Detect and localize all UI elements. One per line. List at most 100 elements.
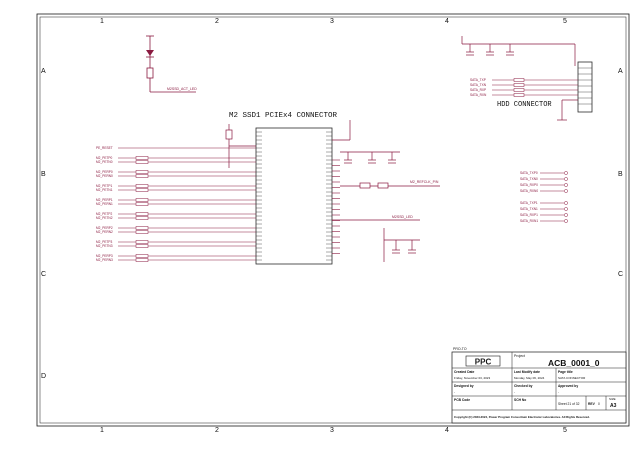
- page-title-value: SATA CONNECTOR: [558, 376, 586, 380]
- series-cap: [135, 244, 149, 248]
- col-top-2: 2: [215, 18, 219, 25]
- left-signal-label: M2_PETN2: [96, 216, 113, 220]
- row-left-b: B: [41, 171, 46, 178]
- column-markers-top: 1 2 3 4 5: [100, 18, 567, 25]
- test-point-label: SATA_RXN1: [520, 219, 538, 223]
- hdd-series-cap: [513, 78, 525, 82]
- left-signal-label: M2_PERN0: [96, 174, 113, 178]
- test-point-label: SATA_RXP0: [520, 183, 538, 187]
- left-diff-pairs: PE_RESETM2_PETP0M2_PETN0M2_PERP0M2_PERN0…: [96, 146, 256, 262]
- created-date-label: Created Date: [454, 370, 475, 374]
- hdd-series-cap: [513, 83, 525, 87]
- led-net-label: M2SSD_ACT_LED: [167, 87, 197, 91]
- test-point-marker: [564, 177, 568, 181]
- column-markers-bottom: 1 2 3 4 5: [100, 427, 567, 434]
- col-top-3: 3: [330, 18, 334, 25]
- approved-by-label: Approved by: [558, 384, 578, 388]
- series-cap: [135, 184, 149, 188]
- col-top-4: 4: [445, 18, 449, 25]
- series-cap: [135, 226, 149, 230]
- rev-value: 0: [598, 402, 600, 406]
- col-top-1: 1: [100, 18, 104, 25]
- hdd-connector-body: [577, 61, 593, 113]
- test-point-label: SATA_TXN0: [520, 177, 538, 181]
- left-signal-label: M2_PETN1: [96, 188, 113, 192]
- series-cap: [135, 174, 149, 178]
- left-signal-label: M2_PERN1: [96, 202, 113, 206]
- m2-pullup: [225, 120, 351, 168]
- pcb-code-label: PCB Code: [454, 398, 470, 402]
- left-signal-label: M2_PERP0: [96, 170, 113, 174]
- series-cap: [135, 156, 149, 160]
- test-point-marker: [564, 219, 568, 223]
- m2-connector: [255, 127, 333, 265]
- company-logo: PPC: [465, 355, 501, 367]
- series-cap: [135, 202, 149, 206]
- hdd-ground: [557, 99, 578, 121]
- host-clock-net-label: M2_REFCLK_P/N: [410, 180, 439, 184]
- hdd-signal-label: SATA_TXN: [470, 83, 487, 87]
- title-block: PRO-TO PPC Project ACB_0001_0 Created Da…: [451, 347, 627, 424]
- title-block-label: PRO-TO: [453, 347, 467, 351]
- hdd-series-cap: [513, 93, 525, 97]
- row-markers-left: A B C D: [41, 68, 46, 380]
- test-point-marker: [564, 201, 568, 205]
- hdd-signal-label: SATA_RXN: [470, 93, 487, 97]
- hdd-series-cap: [513, 88, 525, 92]
- test-point-label: SATA_RXN0: [520, 189, 538, 193]
- m2-connector-body: [255, 127, 333, 265]
- series-cap: [135, 160, 149, 164]
- designed-by-label: Designed by: [454, 384, 474, 388]
- m2-section-title: M2 SSD1 PCIEx4 CONNECTOR: [229, 112, 338, 120]
- led-circuit: [146, 35, 196, 93]
- row-right-b: B: [618, 171, 623, 178]
- led-circuit-labels: M2SSD_ACT_LED: [167, 87, 197, 91]
- rev-label: REV: [588, 402, 596, 406]
- page-title-label: Page title: [558, 370, 573, 374]
- col-bottom-3: 3: [330, 427, 334, 434]
- lower-power-caps: [332, 219, 420, 262]
- sheet-number: Sheet 21 of 32: [558, 402, 580, 406]
- sheet-border-inner: [39, 16, 627, 424]
- row-right-c: C: [618, 271, 623, 278]
- right-bus-lines: [332, 159, 340, 254]
- pwr-led-net-label: M2SSD_LED: [392, 215, 413, 219]
- row-left-a: A: [41, 68, 46, 75]
- sch-no-label: SCH No: [514, 398, 526, 402]
- left-signal-label: M2_PETN0: [96, 160, 113, 164]
- row-left-d: D: [41, 373, 46, 380]
- created-date-value: Friday, November 03, 2023: [454, 376, 490, 380]
- test-point-marker: [564, 213, 568, 217]
- left-signal-label: M2_PERP3: [96, 254, 113, 258]
- copyright-notice: Copyright (C) 2023-2024, Power Program C…: [454, 415, 590, 419]
- sheet-border-outer: [36, 13, 630, 427]
- hdd-section-title: HDD CONNECTOR: [497, 101, 552, 109]
- series-cap: [135, 216, 149, 220]
- left-signal-label: M2_PETP3: [96, 240, 113, 244]
- project-name: ACB_0001_0: [548, 358, 600, 368]
- test-point-marker: [564, 183, 568, 187]
- left-signal-label: M2_PETP1: [96, 184, 113, 188]
- hdd-connector: [577, 61, 593, 113]
- checked-by-value: -: [514, 390, 515, 394]
- test-point-label: SATA_RXP1: [520, 213, 538, 217]
- size-value: A3: [610, 403, 617, 409]
- col-bottom-5: 5: [563, 427, 567, 434]
- decoupling-caps: [340, 151, 440, 189]
- series-cap: [135, 240, 149, 244]
- hdd-signal-label: SATA_TXP: [470, 78, 486, 82]
- designed-by-value: -: [454, 390, 455, 394]
- left-signal-label: M2_PERP1: [96, 198, 113, 202]
- row-markers-right: A B C D: [618, 68, 623, 380]
- col-top-5: 5: [563, 18, 567, 25]
- series-cap: [135, 212, 149, 216]
- test-point-marker: [564, 207, 568, 211]
- series-cap: [135, 254, 149, 258]
- left-signal-label: PE_RESET: [96, 146, 113, 150]
- checked-by-label: Checked by: [514, 384, 533, 388]
- row-left-c: C: [41, 271, 46, 278]
- series-cap: [135, 198, 149, 202]
- series-cap: [135, 170, 149, 174]
